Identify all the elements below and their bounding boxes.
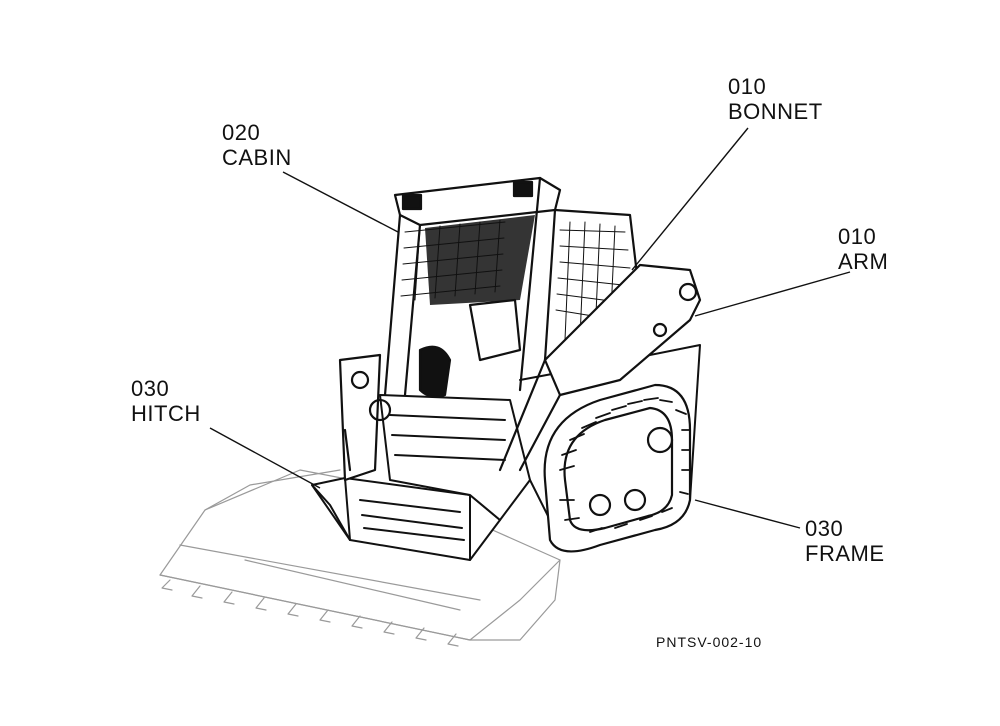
callout-cabin-code: 020 — [222, 120, 261, 145]
callout-hitch-name: HITCH — [131, 401, 201, 426]
callout-frame-code: 030 — [805, 516, 844, 541]
callout-frame-name: FRAME — [805, 541, 885, 566]
callout-arm-name: ARM — [838, 249, 889, 274]
callout-cabin: 020 CABIN — [222, 120, 292, 170]
callout-arm: 010 ARM — [838, 224, 888, 274]
callout-frame: 030 FRAME — [805, 516, 885, 566]
cabin — [383, 176, 642, 398]
callout-hitch: 030 HITCH — [131, 376, 201, 426]
leader-arm — [694, 271, 851, 317]
callout-bonnet-name: BONNET — [728, 99, 823, 124]
leader-cabin — [282, 171, 399, 233]
leader-bonnet — [631, 127, 749, 271]
callout-hitch-code: 030 — [131, 376, 170, 401]
callout-arm-code: 010 — [838, 224, 877, 249]
leader-lines — [209, 127, 851, 529]
figure-reference: PNTSV-002-10 — [656, 634, 763, 650]
bucket — [159, 469, 561, 647]
callout-bonnet-code: 010 — [728, 74, 767, 99]
leader-hitch — [209, 427, 321, 489]
lift-arm — [338, 263, 702, 482]
callout-bonnet: 010 BONNET — [728, 74, 823, 124]
track-assembly — [543, 383, 692, 553]
callout-cabin-name: CABIN — [222, 145, 292, 170]
leader-frame — [694, 499, 801, 529]
